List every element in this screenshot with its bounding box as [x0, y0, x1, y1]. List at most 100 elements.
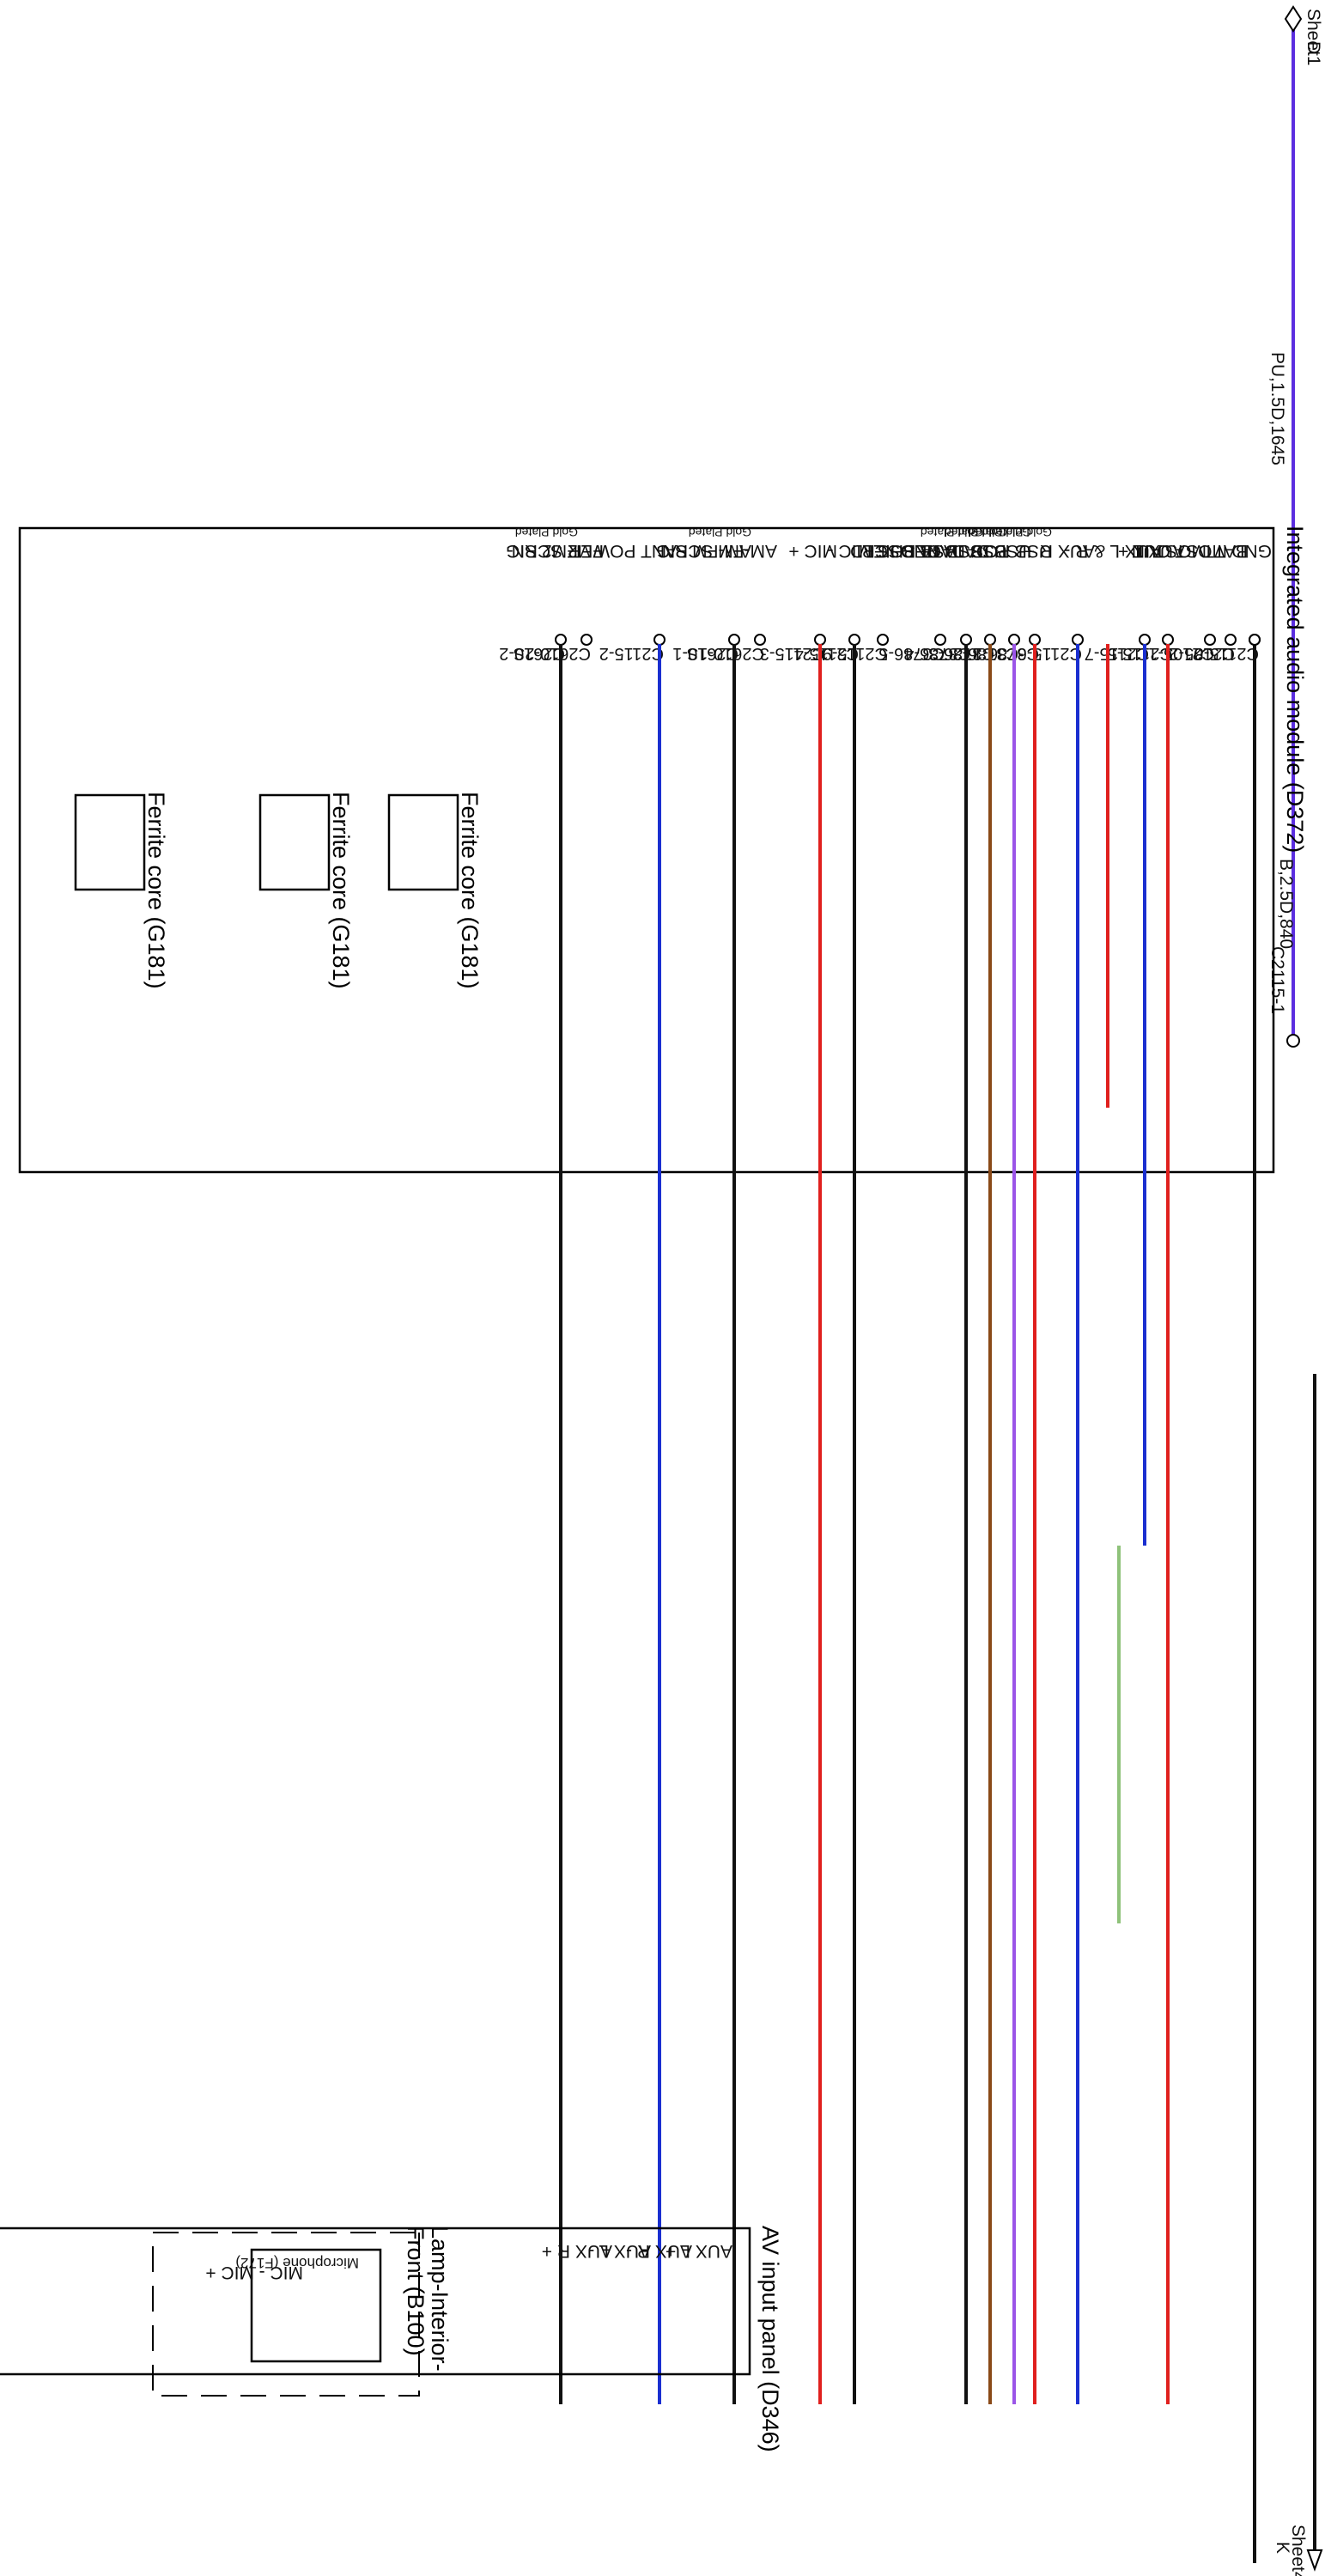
module-pin-name: AUX L & R - [1064, 541, 1162, 561]
module-pin-terminal [728, 634, 740, 646]
module-pin-note: Gold Plated [515, 526, 578, 539]
module-pin-name: AUX L + [1118, 541, 1185, 561]
module-pin-connector: C2610-2S [514, 644, 591, 663]
module-pin-name: FM2 SCRN [512, 541, 604, 561]
sheet4-ref: Sheet4 [1288, 2524, 1308, 2576]
module-pin-note: Gold Plated [921, 526, 983, 539]
module-pin-connector: C3786-4 [904, 644, 970, 663]
module-pin-15: MIC + C2115-3 [760, 541, 837, 663]
module-pin-name: AM-FM SIG [656, 541, 751, 561]
module-pin-connector: C2105-2 [1169, 644, 1235, 663]
module-pin-note: Gold Plated [689, 526, 751, 539]
ferrite-core-fm2 [74, 793, 146, 891]
wire-harness [559, 634, 1261, 2563]
module-pin-name: USB SHIELD [850, 541, 957, 561]
module-pin-terminal [984, 634, 996, 646]
module-pin-connector: C2115-3 [760, 644, 824, 663]
av-label-aux-r-neg: AUX R - [626, 2241, 692, 2261]
module-pin-name: MOST IN [1132, 541, 1206, 561]
module-pin-5: AUX L + C2115-5 [1108, 541, 1185, 663]
module-pin-terminal [934, 634, 946, 646]
module-pin-terminal [814, 634, 826, 646]
module-pin-connector: C3786-2 [952, 644, 1018, 663]
module-pin-connector: C3786-3 [928, 644, 994, 663]
module-pin-terminal [960, 634, 972, 646]
module-pin-connector: C2105-1 [1148, 644, 1214, 663]
module-pin-connector: C2115-7 [1085, 644, 1149, 663]
module-pin-connector: C2115-5 [1108, 644, 1172, 663]
module-pin-terminal [754, 634, 766, 646]
mic-pos-label: MIC + [205, 2263, 254, 2282]
lamp-title-2: Front (B100) [403, 2226, 428, 2356]
module-pin-name: AUX R + [1024, 541, 1095, 561]
module-pin-name: USB GND [901, 541, 983, 561]
ferrite-core-amfm [387, 793, 459, 891]
batt-wire-spec: PU,1.5D,1645 [1267, 352, 1287, 465]
module-pin-terminal [1072, 634, 1084, 646]
module-pin-connector: C2610-2 [499, 644, 565, 663]
sheet-d-label: D [1304, 41, 1323, 54]
module-pin-name: SCR [862, 541, 900, 561]
module-pin-note: Gold Plated [969, 526, 1031, 539]
microphone-label: Microphone (F172) [235, 2255, 359, 2271]
module-pin-connector: C2115-2 [599, 644, 664, 663]
module-pin-19: FM2 SCRN C2610-2S [512, 541, 604, 663]
av-label-aux-l-pos: AUX L + [666, 2241, 732, 2261]
module-pin-terminal [1162, 634, 1174, 646]
module-pin-terminal [1008, 634, 1020, 646]
module-pin-name: ANT POWER [568, 541, 677, 561]
terminal [1249, 634, 1261, 646]
ferrite-core-ant [258, 793, 331, 891]
module-pin-connector: C2610-1 [672, 644, 738, 663]
batt-connector: C2115-1 [1267, 946, 1287, 1014]
module-pin-terminal [653, 634, 666, 646]
ferrite-cores: Ferrite core (G181) Ferrite core (G181) … [74, 792, 483, 989]
ferrite-core-fm2-label: Ferrite core (G181) [143, 792, 169, 989]
module-pin-terminal [555, 634, 567, 646]
mic-neg-label: MIC - [259, 2263, 303, 2282]
lamp-interior-front: Lamp-Interior- Front (B100) Microphone (… [152, 2226, 453, 2397]
module-pin-terminal [1029, 634, 1041, 646]
module-pin-name: MOST OUT [1132, 541, 1227, 561]
module-pin-16: AM-FM SCRN C2610-1S [662, 541, 777, 663]
lamp-title-1: Lamp-Interior- [427, 2226, 453, 2372]
module-pin-note: Gold Plated [945, 526, 1007, 539]
module-pin-terminal [1139, 634, 1151, 646]
module-pin-terminal [580, 634, 593, 646]
module-pin-name: GND [1231, 541, 1272, 561]
ferrite-core-amfm-label: Ferrite core (G181) [457, 792, 483, 989]
module-pin-3: MOST OUT C2105-1 [1132, 541, 1227, 663]
module-pin-connector: C2115-8 [1194, 644, 1259, 663]
module-pin-name: FM2 SIG [506, 541, 578, 561]
module-title: Integrated audio module (D372) [1282, 526, 1308, 853]
module-pin-connector: C2610-1S [687, 644, 764, 663]
module-pin-18: ANT POWER C2115-2 [568, 541, 677, 663]
module-pin-terminal [848, 634, 860, 646]
av-panel-title: AV input panel (D346) [757, 2226, 783, 2452]
module-pin-4: MOST IN [1132, 541, 1206, 561]
module-pin-terminal [1204, 634, 1216, 646]
module-pin-terminal [877, 634, 889, 646]
module-pin-connector: C2115-4 [794, 644, 859, 663]
module-pin-name: AM-FM SCRN [662, 541, 777, 561]
av-label-aux-r-pos: AUX R + [542, 2241, 612, 2261]
sheet1-ref: Sheet1 [1304, 9, 1323, 66]
gnd-wire-spec: B,2.5D,840 [1276, 859, 1296, 949]
module-pin-14: MIC - C2115-4 [794, 541, 872, 663]
gnd-rail: Sheet4 K B,2.5D,840 [1273, 859, 1323, 2576]
module-pin-terminal [1225, 634, 1237, 646]
microphone [250, 2248, 382, 2363]
module-pin-note: Gold Plated [989, 526, 1052, 539]
module-pin-name: MIC + [788, 541, 837, 561]
module-pin-name: MIC - [828, 541, 872, 561]
module-pin-name: USB POS [972, 541, 1052, 561]
